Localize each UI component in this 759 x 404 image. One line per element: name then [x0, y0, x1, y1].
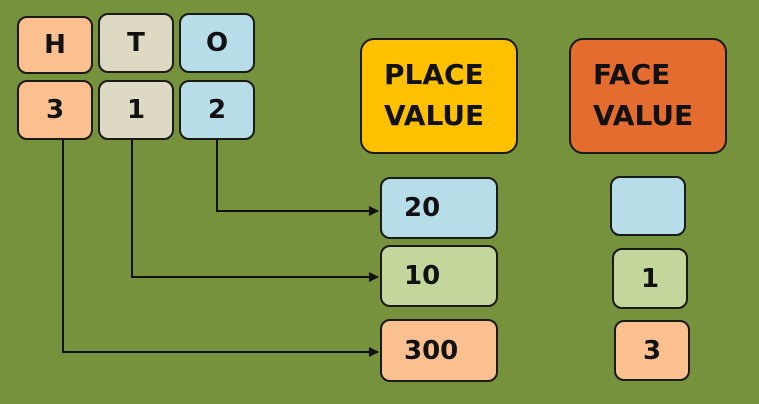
arrow-tens-to-place-value — [131, 139, 379, 282]
digit-tens: 1 — [98, 80, 174, 140]
face-value-tens: 1 — [612, 248, 688, 309]
place-value-title: PLACE VALUE — [360, 38, 518, 154]
digit-hundreds: 3 — [17, 80, 93, 140]
arrow-hundreds-to-place-value — [62, 139, 379, 357]
arrow-ones-to-place-value — [216, 139, 379, 216]
place-value-title-text: PLACE VALUE — [384, 58, 485, 132]
place-value-hundreds: 300 — [380, 319, 498, 382]
place-value-ones: 20 — [380, 177, 498, 239]
header-tens: T — [98, 13, 174, 73]
place-value-tens: 10 — [380, 245, 498, 307]
header-hundreds: H — [17, 16, 93, 74]
face-value-title: FACE VALUE — [569, 38, 727, 154]
header-ones: O — [179, 13, 255, 73]
face-value-ones — [610, 176, 686, 236]
face-value-hundreds: 3 — [614, 320, 690, 381]
face-value-title-text: FACE VALUE — [593, 58, 694, 132]
digit-ones: 2 — [179, 80, 255, 140]
